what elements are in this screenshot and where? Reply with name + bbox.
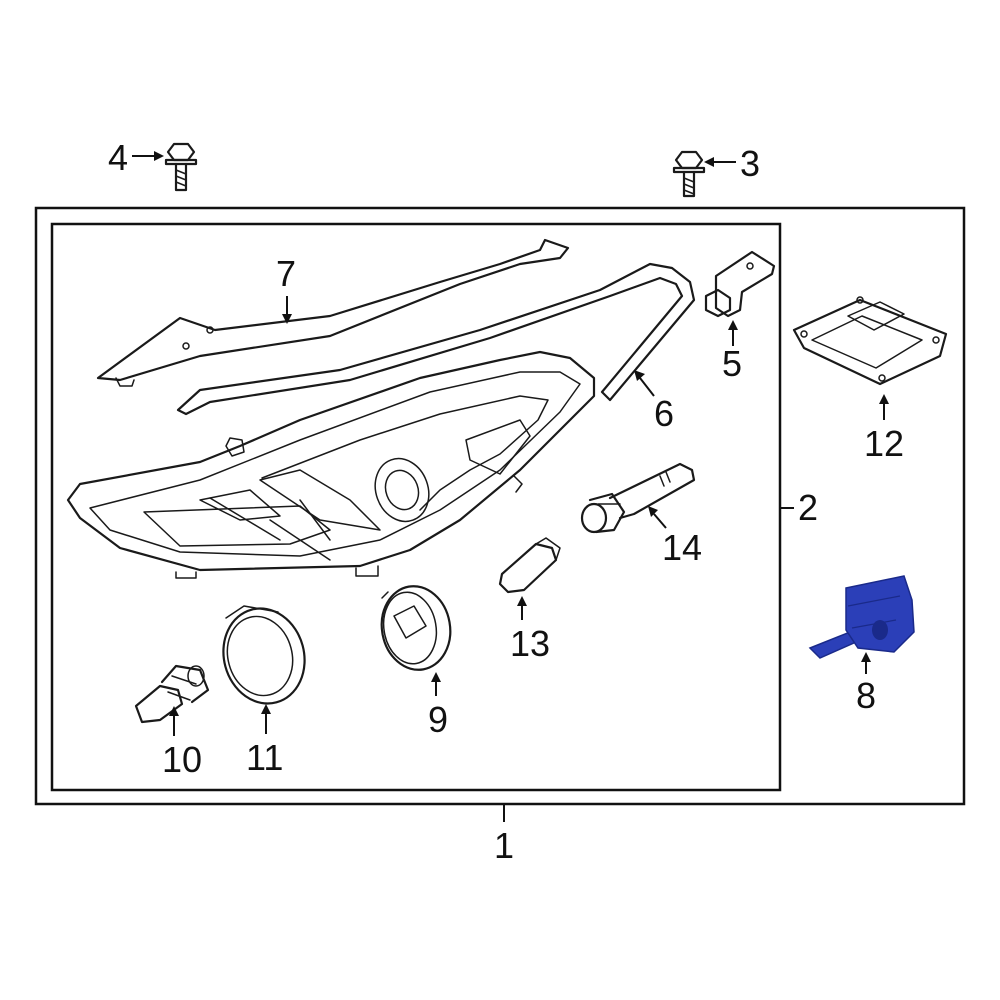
- callout-5: 5: [722, 320, 742, 384]
- part-4-bolt[interactable]: [164, 142, 198, 192]
- callout-9: 9: [428, 672, 448, 740]
- svg-text:7: 7: [276, 253, 296, 294]
- svg-text:3: 3: [740, 143, 760, 184]
- part-13-small-bulb[interactable]: [498, 537, 561, 594]
- part-8-hid-bulb-highlighted[interactable]: [808, 575, 915, 659]
- callout-12: 12: [864, 394, 904, 464]
- callout-11: 11: [246, 704, 283, 778]
- svg-text:11: 11: [246, 737, 283, 778]
- svg-text:12: 12: [864, 423, 904, 464]
- svg-text:1: 1: [494, 825, 514, 866]
- part-5-bracket[interactable]: [704, 250, 776, 318]
- part-3-bolt[interactable]: [672, 150, 706, 198]
- svg-text:14: 14: [662, 527, 702, 568]
- part-7-trim-strip[interactable]: [96, 238, 570, 387]
- callout-7: 7: [276, 253, 296, 324]
- svg-text:9: 9: [428, 699, 448, 740]
- svg-text:6: 6: [654, 393, 674, 434]
- part-11-seal-ring[interactable]: [213, 599, 315, 712]
- svg-text:8: 8: [856, 675, 876, 716]
- callout-6: 6: [634, 370, 674, 434]
- part-14-bulb-socket[interactable]: [580, 462, 696, 534]
- svg-text:10: 10: [162, 739, 202, 780]
- callout-2: 2: [780, 487, 818, 528]
- svg-text:2: 2: [798, 487, 818, 528]
- callout-4: 4: [108, 137, 164, 178]
- callout-8: 8: [856, 652, 876, 716]
- callout-14: 14: [648, 506, 702, 568]
- svg-text:5: 5: [722, 343, 742, 384]
- headlamp-housing[interactable]: [66, 350, 596, 579]
- part-10-halogen-bulb[interactable]: [134, 664, 210, 724]
- part-9-cap-cover[interactable]: [375, 581, 457, 676]
- svg-text:13: 13: [510, 623, 550, 664]
- part-12-control-module[interactable]: [792, 296, 948, 386]
- svg-text:4: 4: [108, 137, 128, 178]
- callout-1: 1: [494, 804, 514, 866]
- part-6-seal-strip[interactable]: [176, 262, 696, 416]
- assembly-frame-outer: [34, 206, 966, 806]
- callout-10: 10: [162, 706, 202, 780]
- callout-13: 13: [510, 596, 550, 664]
- callout-3: 3: [704, 143, 760, 184]
